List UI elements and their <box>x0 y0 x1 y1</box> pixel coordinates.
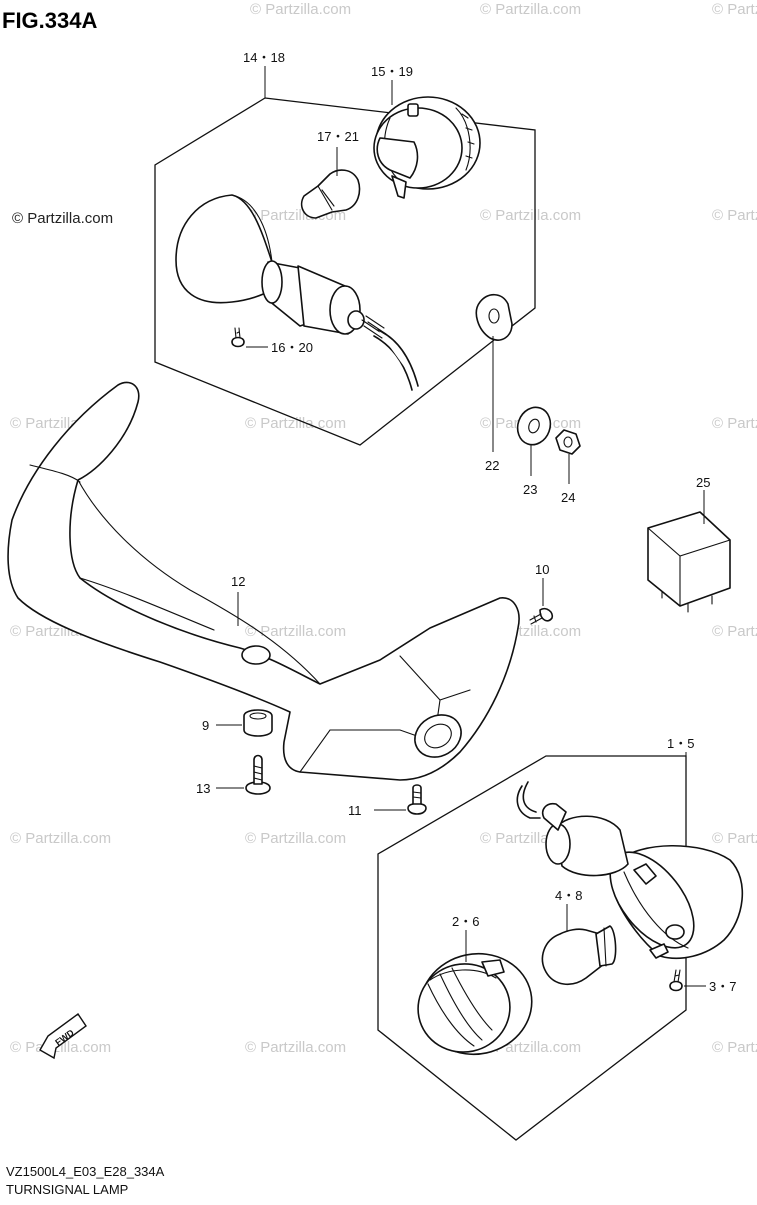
callout-25: 25 <box>696 475 710 490</box>
callout-1-5: 1・5 <box>667 736 694 751</box>
watermark: © Partzilla.com <box>480 207 581 224</box>
nut-24 <box>555 429 581 455</box>
watermark: © Partzilla.com <box>712 1039 757 1056</box>
callout-13: 13 <box>196 781 210 796</box>
bolt-13 <box>245 754 271 795</box>
washer-23 <box>516 406 552 446</box>
callout-12: 12 <box>231 574 245 589</box>
watermark: © Partzilla.com <box>245 830 346 847</box>
watermark: © Partzilla.com <box>712 207 757 224</box>
lower-lamp-housing <box>516 781 744 960</box>
callout-15-19: 15・19 <box>371 64 413 79</box>
callout-10: 10 <box>535 562 549 577</box>
lower-screw <box>669 969 683 992</box>
brand-label: © Partzilla.com <box>12 210 113 227</box>
watermark: © Partzilla.com <box>10 830 111 847</box>
screw-10 <box>529 607 554 625</box>
upper-lamp-housing <box>175 194 419 391</box>
watermark: © Partzilla.com <box>245 415 346 432</box>
callout-16-20: 16・20 <box>271 340 313 355</box>
upper-screw <box>231 327 245 348</box>
bracket-12 <box>7 381 520 781</box>
relay-25 <box>647 511 731 613</box>
lower-assembly-box <box>377 755 687 1141</box>
callout-24: 24 <box>561 490 575 505</box>
callout-2-6: 2・6 <box>452 914 479 929</box>
callout-9: 9 <box>202 718 209 733</box>
upper-lens <box>373 96 481 199</box>
callout-4-8: 4・8 <box>555 888 582 903</box>
watermark: © Partzilla.com <box>480 1 581 18</box>
grommet-9 <box>243 709 273 737</box>
callout-22: 22 <box>485 458 499 473</box>
upper-bulb <box>300 169 361 219</box>
callout-11: 11 <box>348 803 362 818</box>
figure-title: FIG.334A <box>2 8 97 33</box>
watermark: © Partzilla.com <box>250 1 351 18</box>
bolt-11 <box>407 784 427 815</box>
callout-17-21: 17・21 <box>317 129 359 144</box>
watermark: © Partzilla.com <box>712 623 757 640</box>
diagram-code: VZ1500L4_E03_E28_334A <box>6 1164 165 1179</box>
lower-bulb <box>541 925 617 985</box>
washer-22 <box>475 293 513 341</box>
watermark: © Partzilla.com <box>712 415 757 432</box>
callout-14-18: 14・18 <box>243 50 285 65</box>
watermark: © Partzilla.com <box>245 623 346 640</box>
watermark: © Partzilla.com <box>712 830 757 847</box>
callout-23: 23 <box>523 482 537 497</box>
callout-3-7: 3・7 <box>709 979 736 994</box>
watermark: © Partzilla.com <box>712 1 757 18</box>
diagram-name: TURNSIGNAL LAMP <box>6 1182 128 1197</box>
upper-assembly-box <box>154 97 536 446</box>
watermark: © Partzilla.com <box>245 1039 346 1056</box>
lower-lens <box>417 952 533 1056</box>
watermark: © Partzilla.com <box>10 1039 111 1056</box>
